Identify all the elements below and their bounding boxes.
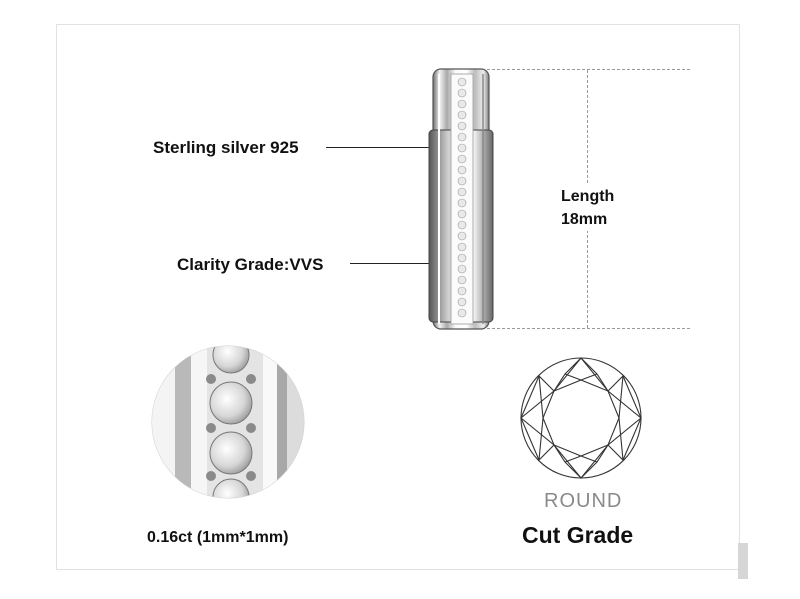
stone-closeup-image (151, 345, 305, 499)
material-label: Sterling silver 925 (153, 138, 299, 157)
cut-grade-title: Cut Grade (522, 522, 634, 548)
clarity-label: Clarity Grade:VVS (177, 255, 324, 274)
dimension-label: Length 18mm (559, 185, 617, 231)
dimension-title: Length (561, 188, 615, 205)
stone-weight-label: 0.16ct (1mm*1mm) (147, 529, 289, 546)
dimension-bottom-line (487, 328, 690, 329)
clarity-leader-line (350, 263, 458, 264)
scrollbar-thumb[interactable] (738, 543, 748, 579)
material-leader-line (326, 147, 436, 148)
product-info-panel (56, 24, 740, 570)
dimension-top-line (487, 69, 690, 70)
cut-shape-label: ROUND (544, 490, 623, 512)
dimension-value: 18mm (561, 211, 608, 228)
round-diamond-diagram-icon (520, 357, 642, 479)
ring-image (428, 68, 494, 330)
